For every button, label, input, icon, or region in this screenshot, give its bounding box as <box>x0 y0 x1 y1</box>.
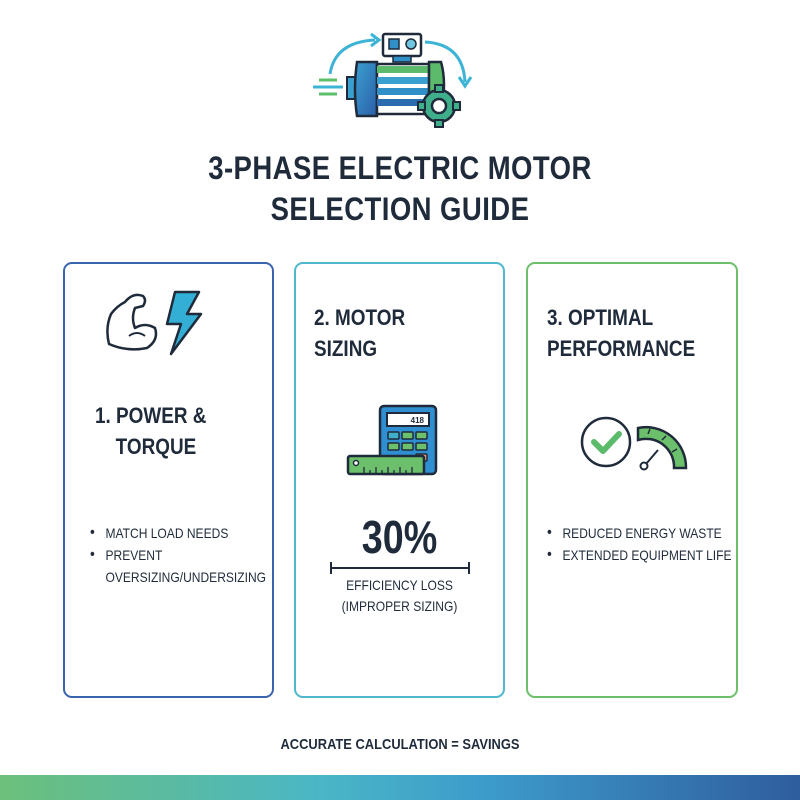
bullet-item: EXTENDED EQUIPMENT LIFE <box>547 544 732 566</box>
card-title: 2. MOTOR SIZING <box>314 302 405 364</box>
card-title-line-2: PERFORMANCE <box>547 336 696 361</box>
card-title: 3. OPTIMAL PERFORMANCE <box>547 302 695 364</box>
card-title-line-1: 2. MOTOR <box>314 305 406 330</box>
bullet-list: REDUCED ENERGY WASTE EXTENDED EQUIPMENT … <box>547 522 732 566</box>
footer-tagline: ACCURATE CALCULATION = SAVINGS <box>280 736 520 753</box>
bullet-item: REDUCED ENERGY WASTE <box>547 522 732 544</box>
card-power-torque: 1. POWER & TORQUE MATCH LOAD NEEDS PREVE… <box>63 262 274 698</box>
card-title: 1. POWER & TORQUE <box>95 400 206 462</box>
stat-divider <box>330 562 470 574</box>
card-motor-sizing: 2. MOTOR SIZING 418 30% EFFICIENCY LOSS … <box>294 262 505 698</box>
stat-label-line-1: EFFICIENCY LOSS <box>346 577 453 593</box>
footer-gradient-bar <box>0 775 800 800</box>
page-title: 3-PHASE ELECTRIC MOTOR SELECTION GUIDE <box>56 148 744 230</box>
svg-text:418: 418 <box>411 416 425 425</box>
bullet-item-continuation: OVERSIZING/UNDERSIZING <box>105 569 267 585</box>
card-title-line-1: 1. POWER & <box>95 403 207 428</box>
card-title-line-2: SIZING <box>314 336 378 361</box>
card-title-line-1: 3. OPTIMAL <box>547 305 654 330</box>
stat-label-line-2: (IMPROPER SIZING) <box>341 598 458 614</box>
card-title-line-2: TORQUE <box>115 434 197 459</box>
motor-gear-icon <box>313 32 473 128</box>
bullet-item: PREVENT <box>90 544 266 566</box>
stat-label: EFFICIENCY LOSS (IMPROPER SIZING) <box>310 575 488 617</box>
checkmark-gauge-icon <box>580 416 688 471</box>
stat-value: 30% <box>361 511 438 563</box>
bullet-list: MATCH LOAD NEEDS PREVENT OVERSIZING/UNDE… <box>90 522 266 588</box>
card-optimal-performance: 3. OPTIMAL PERFORMANCE REDUCED ENERGY WA… <box>526 262 738 698</box>
title-line-2: SELECTION GUIDE <box>270 191 530 227</box>
bullet-item: MATCH LOAD NEEDS <box>90 522 266 544</box>
title-line-1: 3-PHASE ELECTRIC MOTOR <box>208 150 592 186</box>
flexed-arm-lightning-icon <box>106 290 203 356</box>
calculator-ruler-icon: 418 <box>346 404 438 476</box>
